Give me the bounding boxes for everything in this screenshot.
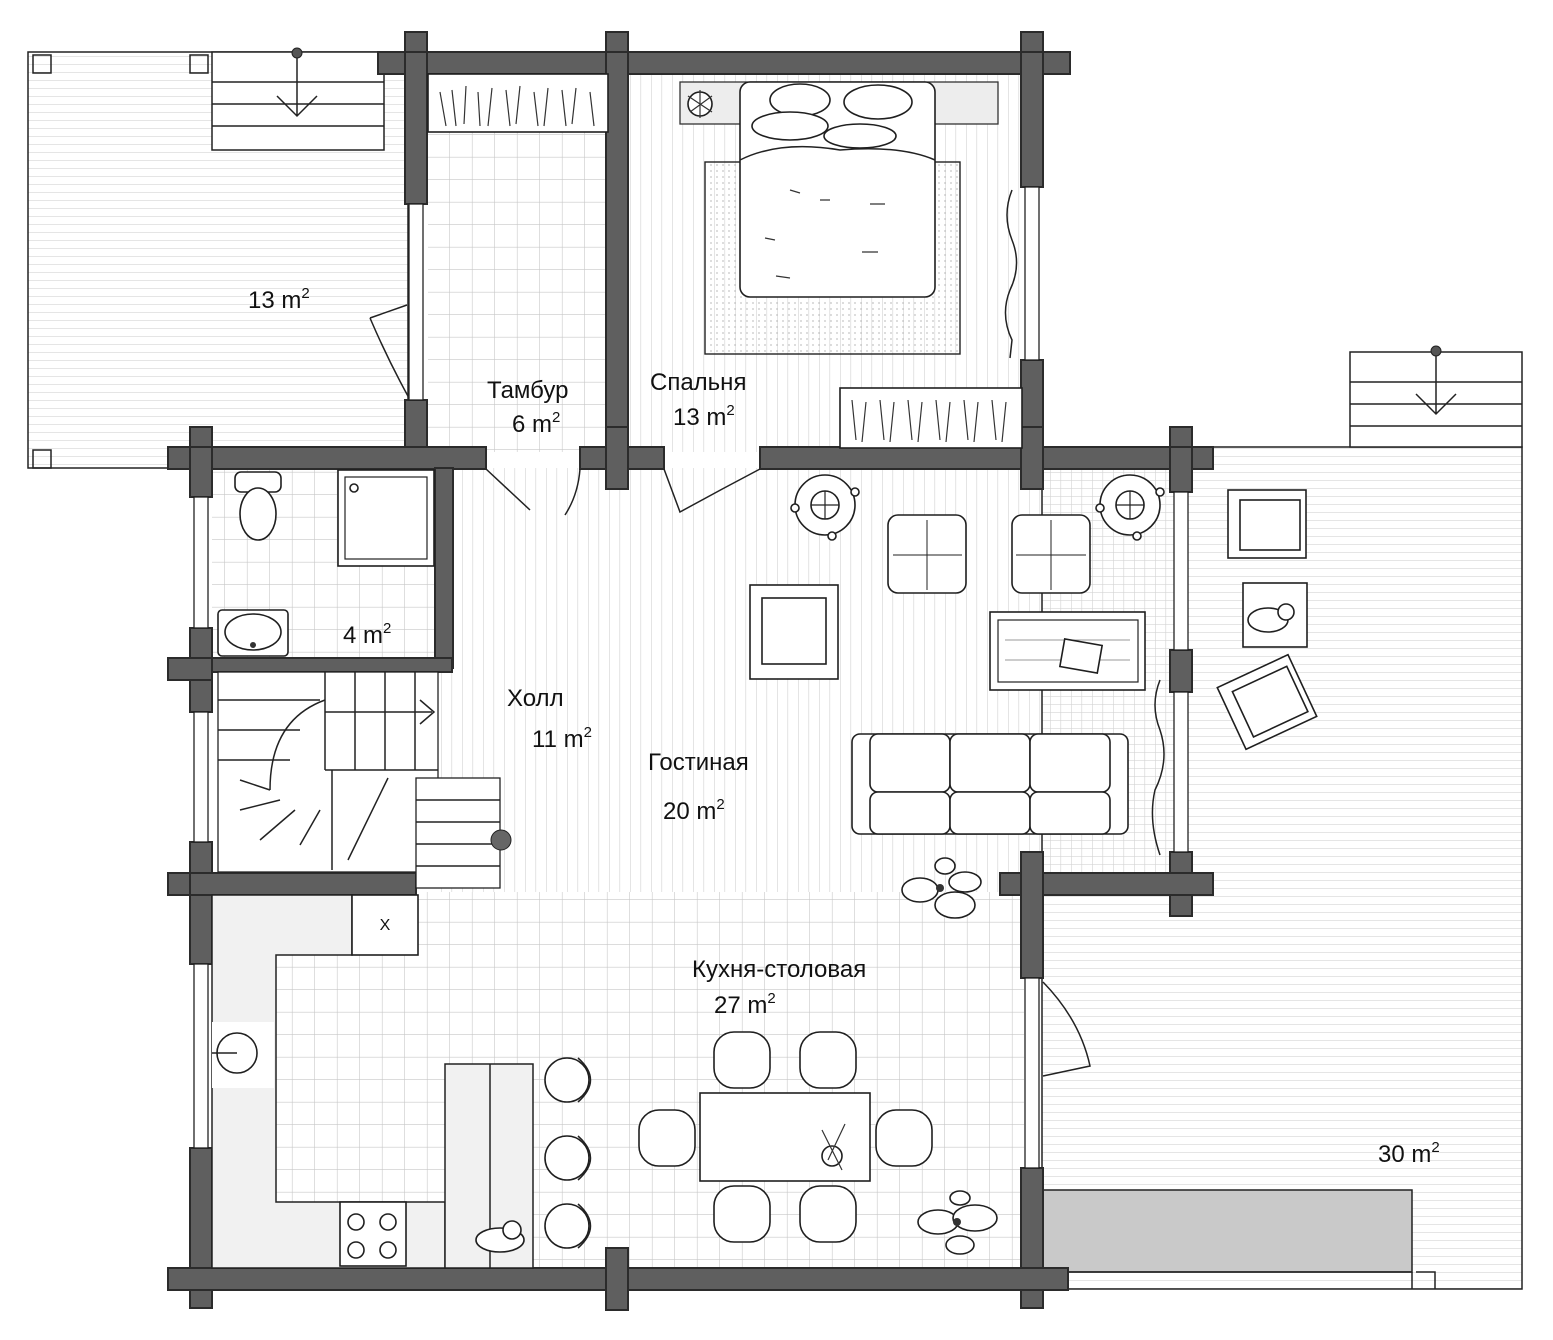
toilet xyxy=(234,471,282,541)
svg-text:13 m2: 13 m2 xyxy=(673,402,735,431)
sofa xyxy=(851,733,1129,835)
kitchen-name: Кухня-столовая xyxy=(692,956,866,983)
hob-mark: X xyxy=(380,917,391,934)
round-stool-left xyxy=(790,474,860,541)
dining-table xyxy=(699,1092,871,1182)
terrace-armchair-top xyxy=(1227,489,1307,559)
area-terrace-left: 13 m xyxy=(248,287,301,314)
svg-text:20 m2: 20 m2 xyxy=(663,796,725,825)
terrace-armchair-bottom xyxy=(1216,653,1318,751)
area-bathroom-sup: 2 xyxy=(383,620,391,637)
pouf-right xyxy=(1011,514,1091,594)
label-terrace-left: 13 m2 xyxy=(248,285,310,314)
plant-kitchen xyxy=(917,1190,998,1255)
shower-tray xyxy=(337,469,435,567)
svg-text:4 m2: 4 m2 xyxy=(343,620,391,649)
svg-text:30 m2: 30 m2 xyxy=(1378,1139,1440,1168)
fridge: X xyxy=(351,894,419,956)
dining-chairs xyxy=(638,1031,933,1243)
svg-text:13 m2: 13 m2 xyxy=(248,285,310,314)
vestibule-name: Тамбур xyxy=(487,377,568,404)
bar-stools xyxy=(544,1057,592,1249)
bedroom-curtain xyxy=(1004,189,1018,359)
coffee-table xyxy=(989,611,1146,691)
bed xyxy=(679,81,999,355)
kitchen-counter xyxy=(211,894,446,1269)
area-hall-sup: 2 xyxy=(584,724,592,741)
area-living: 20 m xyxy=(663,798,716,825)
area-bathroom: 4 m xyxy=(343,622,383,649)
living-curtain xyxy=(1151,679,1165,856)
bedroom-wardrobe xyxy=(839,387,1023,449)
bedroom-name: Спальня xyxy=(650,369,746,396)
windows xyxy=(193,186,1189,1169)
area-terrace-right-sup: 2 xyxy=(1431,1139,1439,1156)
area-vestibule-sup: 2 xyxy=(552,409,560,426)
area-terrace-left-sup: 2 xyxy=(301,285,309,302)
label-kitchen: Кухня-столовая 27 m2 xyxy=(692,956,866,1019)
area-hall: 11 m xyxy=(532,726,584,753)
label-bedroom: Спальня 13 m2 xyxy=(650,369,746,431)
bedside-plant xyxy=(687,90,713,118)
staircase xyxy=(217,671,512,889)
armchair-living xyxy=(749,584,839,680)
svg-text:27 m2: 27 m2 xyxy=(714,990,776,1019)
terrace-side-table xyxy=(1242,582,1308,648)
label-living: Гостиная 20 m2 xyxy=(648,749,749,825)
left-terrace-stairs xyxy=(211,47,385,151)
area-vestibule: 6 m xyxy=(512,411,552,438)
label-terrace-right: 30 m2 xyxy=(1378,1139,1440,1168)
round-stool-right xyxy=(1095,474,1165,541)
cooktop xyxy=(339,1201,407,1267)
right-terrace-stairs xyxy=(1349,345,1523,448)
plant-counter xyxy=(475,1220,525,1253)
area-kitchen-sup: 2 xyxy=(767,990,775,1007)
pool xyxy=(1041,1189,1413,1273)
svg-text:6 m2: 6 m2 xyxy=(512,409,560,438)
area-bedroom-sup: 2 xyxy=(726,402,734,419)
washbasin xyxy=(217,609,289,657)
plant-living xyxy=(901,857,982,919)
living-name: Гостиная xyxy=(648,749,749,776)
area-terrace-right: 30 m xyxy=(1378,1141,1431,1168)
vestibule-floor xyxy=(428,74,608,452)
area-bedroom: 13 m xyxy=(673,404,726,431)
area-living-sup: 2 xyxy=(716,796,724,813)
vestibule-wardrobe xyxy=(427,73,609,133)
label-bathroom: 4 m2 xyxy=(343,620,391,649)
svg-text:11 m2: 11 m2 xyxy=(532,724,592,753)
walls xyxy=(167,31,1214,1311)
pouf-left xyxy=(887,514,967,594)
area-kitchen: 27 m xyxy=(714,992,767,1019)
label-vestibule: Тамбур 6 m2 xyxy=(487,377,568,438)
label-hall: Холл 11 m2 xyxy=(507,685,592,753)
hall-name: Холл xyxy=(507,685,564,712)
